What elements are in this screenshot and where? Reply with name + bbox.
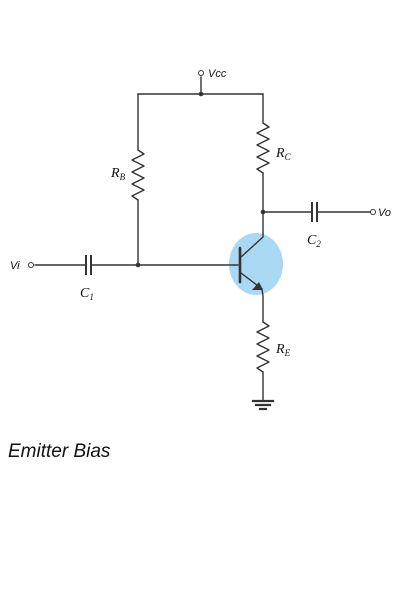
rc-resistor [256, 122, 270, 174]
vcc-label: Vcc [208, 68, 227, 80]
capacitor-c2 [311, 202, 318, 222]
c1-label: C1 [80, 286, 94, 302]
figure-caption: Emitter Bias [8, 441, 111, 462]
capacitor-c1 [85, 255, 92, 275]
vcc-terminal [198, 70, 204, 76]
emitter-wire [261, 288, 264, 323]
c2-label: C2 [307, 233, 321, 249]
junction-base [135, 262, 141, 268]
vi-terminal [28, 262, 34, 268]
ground-icon [251, 399, 275, 411]
vi-label: Vi [10, 260, 20, 272]
vo-label: Vo [378, 207, 391, 219]
rc-label: RC [275, 146, 292, 162]
vo-terminal [370, 209, 376, 215]
rb-label: RB [110, 166, 126, 182]
re-resistor [256, 321, 270, 373]
re-label: RE [275, 342, 291, 358]
junction-collector [260, 209, 266, 215]
junction-vcc [198, 91, 204, 97]
rb-resistor [131, 149, 145, 201]
transistor-collector-lead [240, 233, 264, 258]
transistor-highlight [229, 233, 283, 295]
emitter-bias-circuit: Vcc Vi Vo RB RC RE C1 C2 [10, 68, 391, 411]
emitter-arrow [252, 282, 263, 290]
